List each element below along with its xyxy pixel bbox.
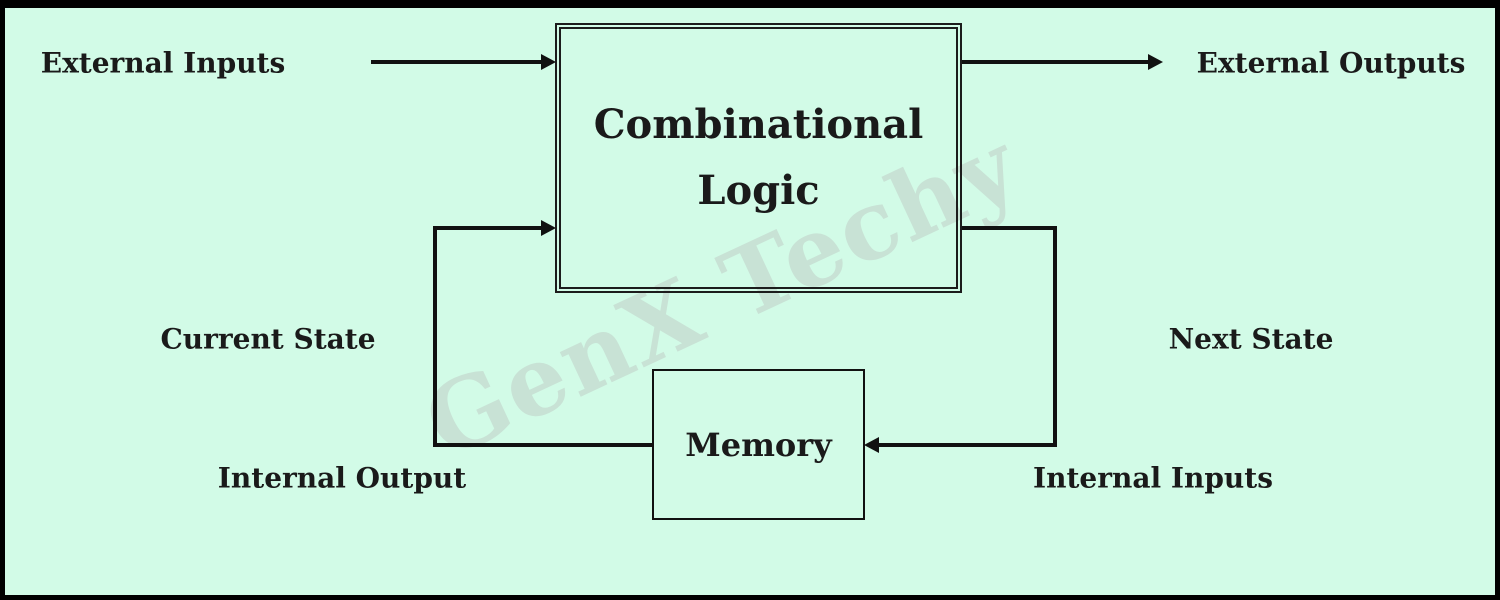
memory-block: Memory xyxy=(652,369,865,520)
external-inputs-label: External Inputs xyxy=(40,46,286,80)
internal-inputs-label: Internal Inputs xyxy=(1033,461,1273,495)
external-inputs-arrowhead-icon xyxy=(541,54,556,70)
current-state-arrowhead-icon xyxy=(541,220,556,236)
combinational-logic-block: Combinational Logic xyxy=(555,23,962,293)
feedback-right-vertical-wire xyxy=(1053,226,1057,447)
memory-input-arrowhead-icon xyxy=(864,437,879,453)
external-outputs-arrowhead-icon xyxy=(1148,54,1163,70)
combinational-logic-label-line2: Logic xyxy=(697,167,820,214)
internal-output-wire xyxy=(433,443,654,447)
external-outputs-label: External Outputs xyxy=(1196,46,1466,80)
combinational-logic-label-line1: Combinational xyxy=(593,101,924,148)
memory-label: Memory xyxy=(685,425,832,464)
next-state-wire xyxy=(960,226,1057,230)
external-inputs-wire xyxy=(371,60,543,64)
current-state-label: Current State xyxy=(160,322,376,356)
next-state-label: Next State xyxy=(1168,322,1334,356)
internal-inputs-wire xyxy=(878,443,1057,447)
current-state-wire xyxy=(435,226,543,230)
feedback-left-vertical-wire xyxy=(433,226,437,447)
external-outputs-wire xyxy=(962,60,1150,64)
internal-output-label: Internal Output xyxy=(217,461,467,495)
